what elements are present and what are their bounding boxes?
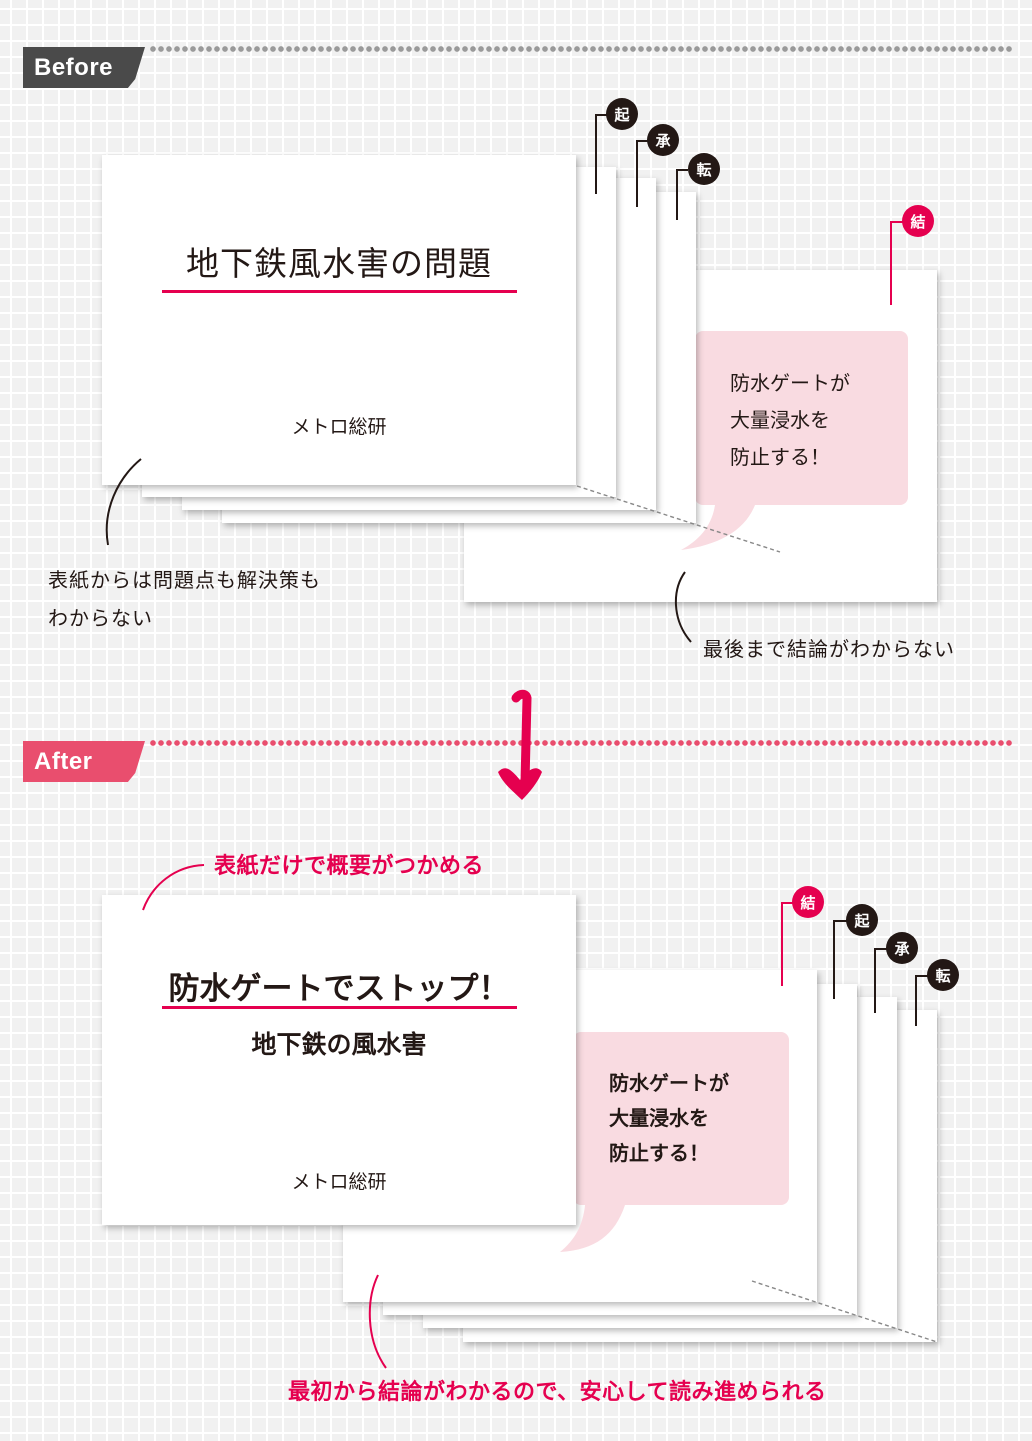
before-marker-ki: 起 (606, 98, 638, 130)
after-badge: After (23, 741, 145, 782)
before-marker-sho: 承 (647, 124, 679, 156)
after-title-underline (162, 1006, 517, 1009)
after-bottom-note: 最初から結論がわかるので、安心して読み進められる (288, 1380, 827, 1405)
before-conclusion-bubble: 防水ゲートが 大量浸水を 防止する！ (695, 331, 908, 505)
after-marker-ten: 転 (927, 959, 959, 991)
after-bubble-line-3: 防止する！ (609, 1141, 709, 1165)
after-bubble-line-1: 防水ゲートが (609, 1071, 729, 1095)
after-marker-ki: 起 (846, 904, 878, 936)
before-cover-author: メトロ総研 (291, 416, 387, 438)
before-note-right: 最後まで結論がわからない (703, 637, 955, 661)
before-cover-page: 地下鉄風水害の問題 メトロ総研 (102, 155, 576, 485)
before-badge: Before (23, 47, 145, 88)
before-bubble-line-3: 防止する！ (730, 445, 830, 469)
before-bubble-line-2: 大量浸水を (730, 408, 830, 432)
before-note-left: 表紙からは問題点も解決策も わからない (48, 568, 321, 630)
before-badge-label: Before (34, 53, 114, 81)
before-marker-ketsu: 結 (902, 205, 934, 237)
after-marker-ketsu: 結 (792, 886, 824, 918)
after-cover-note: 表紙だけで概要がつかめる (214, 854, 485, 879)
before-cover-title: 地下鉄風水害の問題 (186, 244, 492, 283)
before-divider (150, 46, 1012, 52)
before-bubble-line-1: 防水ゲートが (730, 371, 850, 395)
after-conclusion-bubble: 防水ゲートが 大量浸水を 防止する！ (573, 1032, 789, 1205)
before-title-underline (162, 290, 517, 293)
after-cover-page: 防水ゲートでストップ！ 地下鉄の風水害 メトロ総研 (102, 895, 576, 1225)
after-bubble-line-2: 大量浸水を (609, 1106, 709, 1130)
down-arrow-icon (498, 689, 542, 800)
after-divider (150, 740, 1012, 746)
after-marker-sho: 承 (886, 932, 918, 964)
after-cover-subtitle: 地下鉄の風水害 (251, 1030, 427, 1059)
after-cover-title: 防水ゲートでストップ！ (168, 971, 510, 1007)
after-badge-label: After (34, 747, 93, 775)
after-cover-author: メトロ総研 (291, 1171, 387, 1193)
before-marker-ten: 転 (688, 153, 720, 185)
